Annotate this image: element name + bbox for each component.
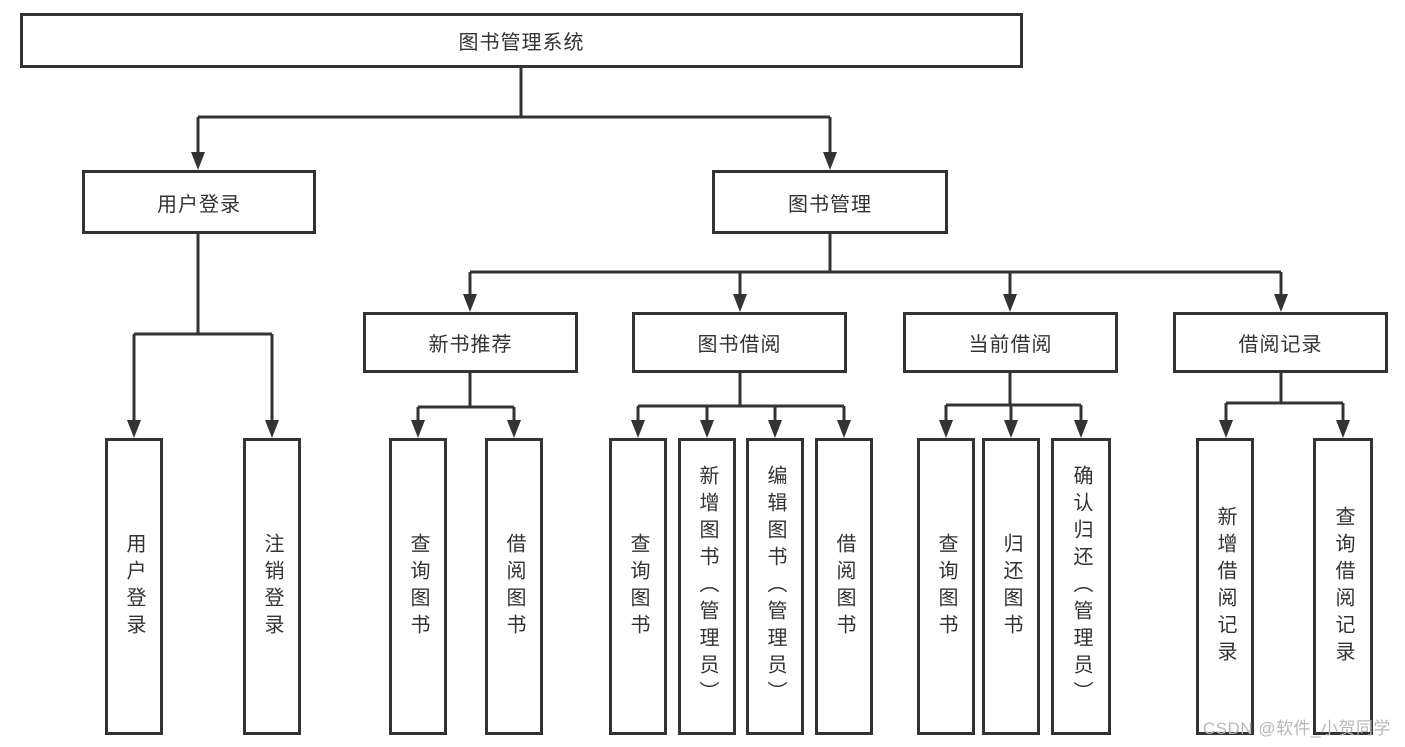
node-new-book-recommend: 新书推荐 — [363, 312, 578, 373]
arrowheads — [127, 152, 1350, 438]
node-borrow-records: 借阅记录 — [1173, 312, 1388, 373]
leaf-query-borrow-record: 查询借阅记录 — [1313, 438, 1373, 735]
leaf-query-books-current: 查询图书 — [917, 438, 975, 735]
node-user-login: 用户登录 — [82, 170, 316, 234]
leaf-query-books-borrow: 查询图书 — [609, 438, 667, 735]
node-book-borrow: 图书借阅 — [632, 312, 847, 373]
leaf-borrow-books-recommend: 借阅图书 — [485, 438, 543, 735]
leaf-add-book-admin: 新增图书（管理员） — [678, 438, 736, 735]
node-root: 图书管理系统 — [20, 13, 1023, 68]
node-current-borrow: 当前借阅 — [903, 312, 1118, 373]
leaf-logout: 注销登录 — [243, 438, 301, 735]
leaf-edit-book-admin: 编辑图书（管理员） — [746, 438, 804, 735]
leaf-confirm-return-admin: 确认归还（管理员） — [1051, 438, 1111, 735]
watermark: CSDN @软件_小贺同学 — [1202, 719, 1391, 738]
leaf-add-borrow-record: 新增借阅记录 — [1196, 438, 1254, 735]
leaf-query-books-recommend: 查询图书 — [389, 438, 447, 735]
leaf-borrow-books: 借阅图书 — [815, 438, 873, 735]
leaf-return-book: 归还图书 — [982, 438, 1040, 735]
leaf-user-login: 用户登录 — [105, 438, 163, 735]
node-book-management: 图书管理 — [712, 170, 948, 234]
